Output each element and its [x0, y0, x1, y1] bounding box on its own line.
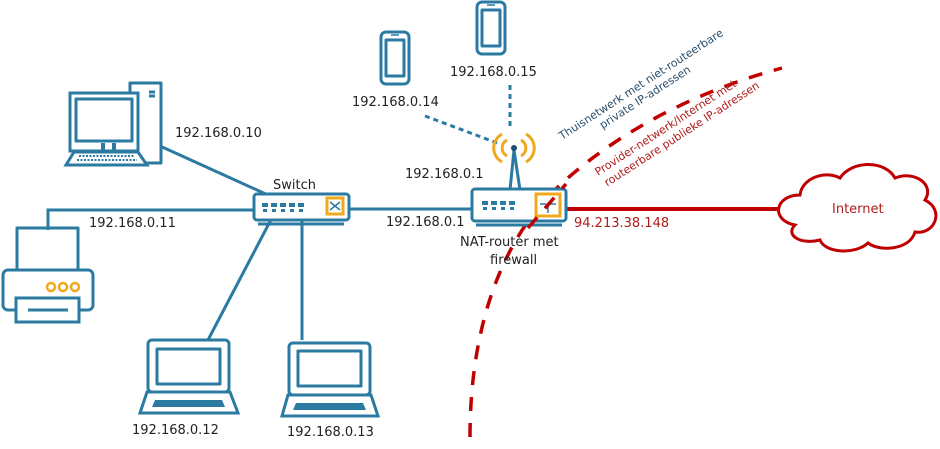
network-boundary-line — [468, 66, 783, 438]
provider-network-note: Provider-netwerk/Internet met routeerbar… — [593, 77, 762, 189]
laptop1-ip-label: 192.168.0.12 — [132, 423, 219, 438]
router-wifi-ip-label: 192.168.0.1 — [405, 167, 484, 182]
phone2-ip-label: 192.168.0.15 — [450, 65, 537, 80]
wireless-link-phone1 — [424, 114, 501, 146]
desktop-computer-icon — [63, 81, 163, 167]
laptop-icon — [280, 341, 381, 418]
router-label-line1: NAT-router met — [460, 235, 559, 250]
printer-ip-label: 192.168.0.11 — [89, 216, 176, 231]
desktop-ip-label: 192.168.0.10 — [175, 126, 262, 141]
link-laptop1-switch — [206, 211, 277, 341]
internet-label: Internet — [832, 202, 884, 217]
printer-icon — [1, 226, 95, 324]
phone1-ip-label: 192.168.0.14 — [352, 95, 439, 110]
router-wan-ip-label: 94.213.38.148 — [574, 216, 669, 231]
router-lan-ip-label: 192.168.0.1 — [386, 215, 465, 230]
laptop-icon — [137, 338, 241, 415]
internet-cloud-icon — [777, 163, 938, 253]
link-printer-switch — [46, 208, 262, 230]
smartphone-icon — [475, 0, 507, 56]
laptop2-ip-label: 192.168.0.13 — [287, 425, 374, 440]
router-label-line2: firewall — [490, 253, 537, 268]
wifi-signal-icon — [492, 132, 536, 164]
provider-network-note-line1: Provider-netwerk/Internet met — [593, 77, 740, 179]
router-icon — [470, 132, 568, 227]
switch-icon — [252, 192, 351, 226]
switch-label: Switch — [273, 178, 316, 193]
link-desktop-switch — [159, 144, 269, 197]
smartphone-icon — [379, 30, 411, 86]
